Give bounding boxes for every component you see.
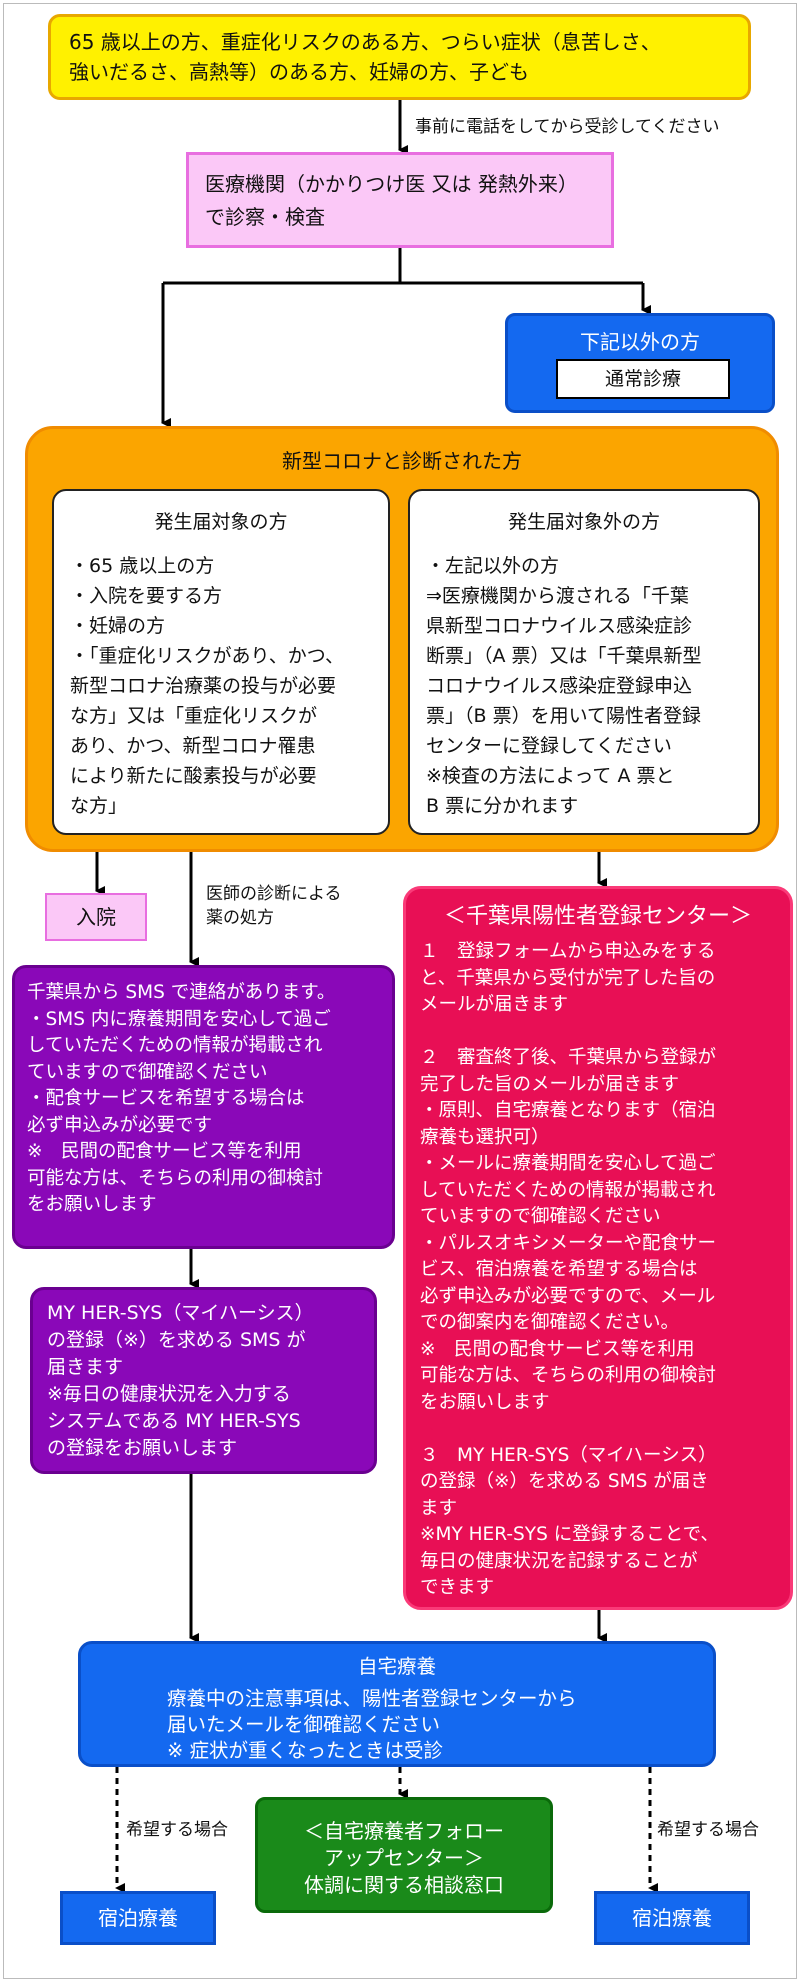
normal-care-button[interactable]: 通常診療 [556,359,730,399]
hotel-care-box-left: 宿泊療養 [60,1891,216,1945]
corona-diagnosed-box: 新型コロナと診断された方 発生届対象の方 ・65 歳以上の方 ・入院を要する方 … [25,426,779,852]
report-target-title: 発生届対象の方 [154,511,288,533]
report-target-body: ・65 歳以上の方 ・入院を要する方 ・妊婦の方 ・「重症化リスクがあり、かつ、… [70,555,344,817]
follow-up-center-box: ＜自宅療養者フォロー アップセンター＞ 体調に関する相談窓口 [255,1797,553,1913]
other-patients-title: 下記以外の方 [580,330,700,354]
doctor-prescription-label: 医師の診断による 薬の処方 [206,884,342,928]
registration-center-body: １ 登録フォームから申込みをする と、千葉県から受付が完了した旨の メールが届き… [420,941,719,1598]
corona-diagnosed-title: 新型コロナと診断された方 [282,449,522,473]
wish-label-right: 希望する場合 [657,1820,759,1840]
home-care-title: 自宅療養 [357,1655,436,1678]
non-report-target-box: 発生届対象外の方 ・左記以外の方 ⇒医療機関から渡される「千葉 県新型コロナウイ… [408,489,760,835]
non-report-target-body: ・左記以外の方 ⇒医療機関から渡される「千葉 県新型コロナウイルス感染症診 断票… [426,555,702,817]
registration-center-box: ＜千葉県陽性者登録センター＞ １ 登録フォームから申込みをする と、千葉県から受… [403,886,793,1610]
target-patients-box: 65 歳以上の方、重症化リスクのある方、つらい症状（息苦しさ、 強いだるさ、高熱… [48,14,751,100]
wish-label-left: 希望する場合 [126,1820,228,1840]
home-care-body: 療養中の注意事項は、陽性者登録センターから 届いたメールを御確認ください ※ 症… [167,1687,577,1762]
my-her-sys-box: MY HER-SYS（マイハーシス） の登録（※）を求める SMS が 届きます… [30,1287,377,1474]
page-frame [3,3,797,1979]
call-ahead-label: 事前に電話をしてから受診してください [415,117,720,137]
sms-contact-box: 千葉県から SMS で連絡があります。 ・SMS 内に療養期間を安心して過ご し… [12,965,395,1249]
report-target-box: 発生届対象の方 ・65 歳以上の方 ・入院を要する方 ・妊婦の方 ・「重症化リス… [52,489,390,835]
non-report-target-title: 発生届対象外の方 [507,511,660,533]
medical-institution-box: 医療機関（かかりつけ医 又は 発熱外来） で診察・検査 [186,152,614,248]
hospitalization-box: 入院 [45,893,147,941]
hotel-care-box-right: 宿泊療養 [594,1891,750,1945]
registration-center-title: ＜千葉県陽性者登録センター＞ [443,904,752,929]
home-care-box: 自宅療養 療養中の注意事項は、陽性者登録センターから 届いたメールを御確認くださ… [78,1641,716,1767]
